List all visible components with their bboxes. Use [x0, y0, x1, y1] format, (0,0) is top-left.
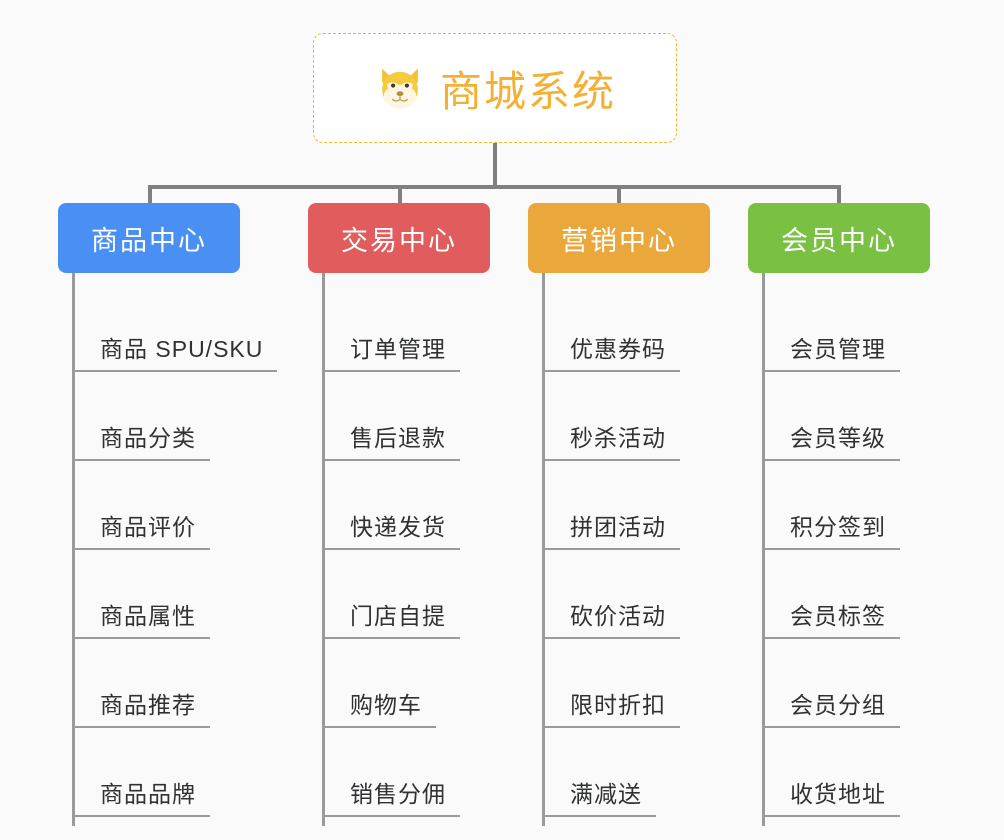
leaf-label: 收货地址: [790, 781, 886, 807]
branch-children-2: 订单管理 售后退款 快递发货 门店自提 购物车 销售分佣: [308, 273, 528, 826]
list-item[interactable]: 商品分类: [58, 372, 308, 461]
leaf-label: 销售分佣: [350, 781, 446, 807]
list-item[interactable]: 商品属性: [58, 550, 308, 639]
branch-head-4[interactable]: 会员中心: [748, 203, 930, 273]
list-item[interactable]: 售后退款: [308, 372, 528, 461]
branch-head-2[interactable]: 交易中心: [308, 203, 490, 273]
branch-head-label: 交易中心: [341, 225, 457, 256]
list-item[interactable]: 会员标签: [748, 550, 968, 639]
list-item[interactable]: 会员等级: [748, 372, 968, 461]
root-node[interactable]: 商城系统: [313, 33, 677, 143]
leaf-label: 满减送: [570, 781, 642, 807]
branch-head-label: 会员中心: [781, 225, 897, 256]
dog-face-icon: [374, 62, 426, 114]
list-item[interactable]: 销售分佣: [308, 728, 528, 817]
leaf-label: 商品属性: [100, 603, 196, 629]
leaf-label: 快递发货: [350, 514, 446, 540]
leaf-label: 会员分组: [790, 692, 886, 718]
list-item[interactable]: 限时折扣: [528, 639, 748, 728]
branch-rail-2: [322, 273, 325, 826]
branch-rail-1: [72, 273, 75, 826]
list-item[interactable]: 积分签到: [748, 461, 968, 550]
branch-head-label: 营销中心: [561, 225, 677, 256]
leaf-label: 商品品牌: [100, 781, 196, 807]
branch-children-4: 会员管理 会员等级 积分签到 会员标签 会员分组 收货地址: [748, 273, 968, 826]
leaf-label: 订单管理: [350, 336, 446, 362]
leaf-label: 商品 SPU/SKU: [100, 336, 264, 362]
branch-head-1[interactable]: 商品中心: [58, 203, 240, 273]
branch-rail-4: [762, 273, 765, 826]
branch-column-1: 商品中心 商品 SPU/SKU 商品分类 商品评价 商品属性 商品推荐 商品品牌: [58, 203, 308, 826]
connector-drop-2: [398, 185, 402, 205]
branch-head-label: 商品中心: [91, 225, 207, 256]
connector-drop-1: [148, 185, 152, 205]
leaf-label: 门店自提: [350, 603, 446, 629]
leaf-label: 商品评价: [100, 514, 196, 540]
list-item[interactable]: 砍价活动: [528, 550, 748, 639]
leaf-label: 商品推荐: [100, 692, 196, 718]
branch-rail-3: [542, 273, 545, 826]
leaf-label: 拼团活动: [570, 514, 666, 540]
list-item[interactable]: 门店自提: [308, 550, 528, 639]
list-item[interactable]: 收货地址: [748, 728, 968, 817]
leaf-label: 购物车: [350, 692, 422, 718]
branch-column-3: 营销中心 优惠券码 秒杀活动 拼团活动 砍价活动 限时折扣 满减送: [528, 203, 748, 826]
leaf-label: 砍价活动: [570, 603, 666, 629]
connector-bus: [150, 185, 840, 189]
connector-trunk: [493, 143, 497, 189]
root-title: 商城系统: [439, 67, 616, 115]
leaf-label: 会员管理: [790, 336, 886, 362]
list-item[interactable]: 商品品牌: [58, 728, 308, 817]
leaf-label: 会员标签: [790, 603, 886, 629]
leaf-label: 优惠券码: [570, 336, 666, 362]
branch-children-3: 优惠券码 秒杀活动 拼团活动 砍价活动 限时折扣 满减送: [528, 273, 748, 826]
connector-drop-3: [617, 185, 621, 205]
list-item[interactable]: 订单管理: [308, 283, 528, 372]
branch-head-3[interactable]: 营销中心: [528, 203, 710, 273]
list-item[interactable]: 购物车: [308, 639, 528, 728]
branch-column-4: 会员中心 会员管理 会员等级 积分签到 会员标签 会员分组 收货地址: [748, 203, 968, 826]
list-item[interactable]: 商品推荐: [58, 639, 308, 728]
branch-children-1: 商品 SPU/SKU 商品分类 商品评价 商品属性 商品推荐 商品品牌: [58, 273, 308, 826]
list-item[interactable]: 商品评价: [58, 461, 308, 550]
list-item[interactable]: 优惠券码: [528, 283, 748, 372]
connector-drop-4: [837, 185, 841, 205]
list-item[interactable]: 快递发货: [308, 461, 528, 550]
leaf-label: 会员等级: [790, 425, 886, 451]
leaf-label: 秒杀活动: [570, 425, 666, 451]
list-item[interactable]: 秒杀活动: [528, 372, 748, 461]
leaf-label: 积分签到: [790, 514, 886, 540]
branch-column-2: 交易中心 订单管理 售后退款 快递发货 门店自提 购物车 销售分佣: [308, 203, 528, 826]
list-item[interactable]: 商品 SPU/SKU: [58, 283, 308, 372]
list-item[interactable]: 会员分组: [748, 639, 968, 728]
list-item[interactable]: 会员管理: [748, 283, 968, 372]
leaf-label: 限时折扣: [570, 692, 666, 718]
leaf-label: 商品分类: [100, 425, 196, 451]
leaf-label: 售后退款: [350, 425, 446, 451]
list-item[interactable]: 拼团活动: [528, 461, 748, 550]
list-item[interactable]: 满减送: [528, 728, 748, 817]
